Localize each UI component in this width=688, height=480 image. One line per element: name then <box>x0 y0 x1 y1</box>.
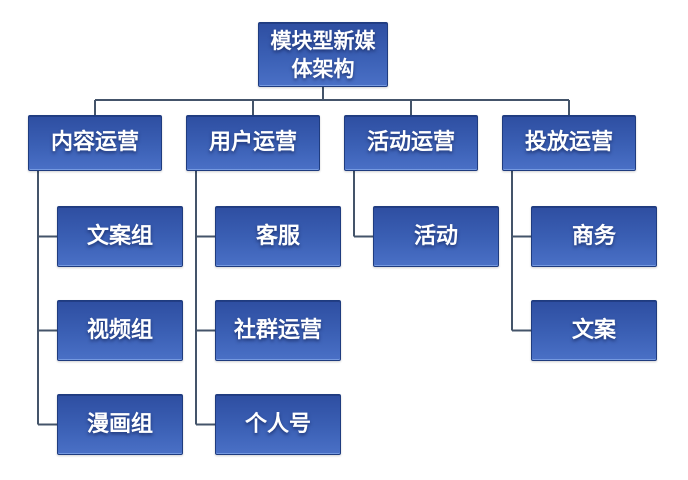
child-node-copy-group: 文案组 <box>57 206 183 267</box>
org-root-node: 模块型新媒体架构 <box>258 22 388 87</box>
child-node-business: 商务 <box>531 206 657 267</box>
child-node-activity: 活动 <box>373 206 499 267</box>
child-node-comic-group: 漫画组 <box>57 394 183 455</box>
child-node-personal-account: 个人号 <box>215 394 341 455</box>
branch-node-content-ops: 内容运营 <box>28 115 162 171</box>
child-node-copywriting: 文案 <box>531 300 657 361</box>
child-node-community-ops: 社群运营 <box>215 300 341 361</box>
branch-node-user-ops: 用户运营 <box>186 115 320 171</box>
child-node-video-group: 视频组 <box>57 300 183 361</box>
child-node-customer-service: 客服 <box>215 206 341 267</box>
branch-node-placement-ops: 投放运营 <box>502 115 636 171</box>
branch-node-activity-ops: 活动运营 <box>344 115 478 171</box>
